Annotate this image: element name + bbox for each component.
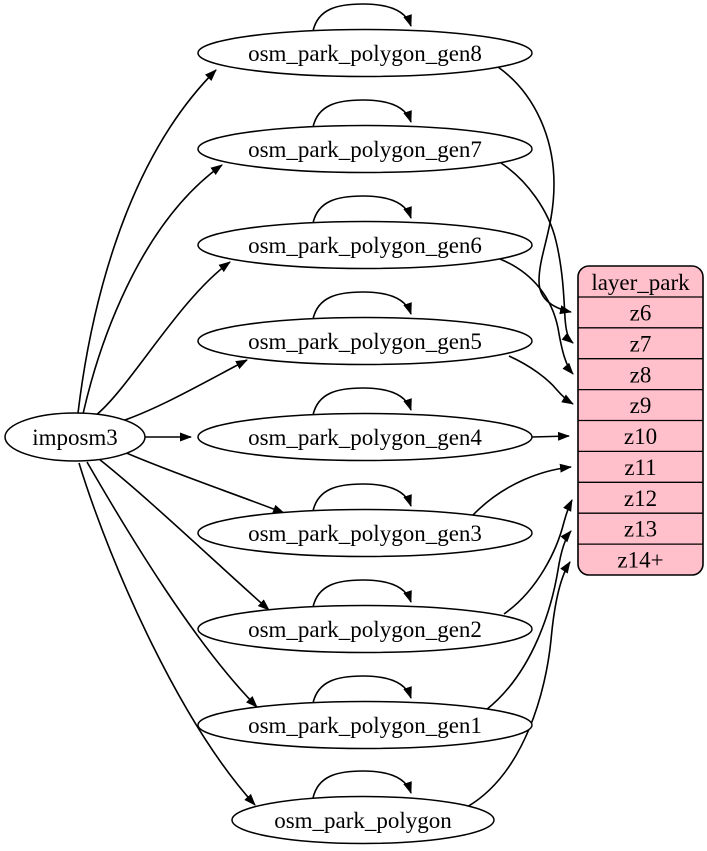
- self-loop-gen4: [312, 387, 412, 416]
- node-label-gen1: osm_park_polygon_gen1: [248, 713, 482, 738]
- table-row-z10: z10: [624, 424, 657, 449]
- node-ellipse-gen7: [197, 124, 533, 174]
- table-row-z8: z8: [630, 363, 652, 388]
- node-osm-park-polygon-gen3: osm_park_polygon_gen3: [197, 508, 533, 558]
- edge-gen6-to-z8: [499, 258, 574, 375]
- table-row-z9: z9: [630, 393, 652, 418]
- self-loop-gen7: [312, 99, 412, 128]
- edge-imposm3-to-gen7: [82, 164, 223, 415]
- edges-to-layer: [466, 66, 574, 808]
- node-label-gen5: osm_park_polygon_gen5: [248, 329, 482, 354]
- node-ellipse-base: [231, 795, 495, 845]
- self-loop-gen8: [312, 3, 412, 32]
- node-imposm3: imposm3: [4, 412, 146, 462]
- node-label-imposm3: imposm3: [32, 425, 118, 450]
- node-ellipse-gen3: [197, 508, 533, 558]
- self-loop-gen3: [312, 483, 412, 512]
- node-ellipse-gen6: [197, 220, 533, 270]
- table-row-z11: z11: [624, 455, 656, 480]
- edge-imposm3-to-gen1: [86, 461, 258, 708]
- node-osm-park-polygon-gen2: osm_park_polygon_gen2: [197, 604, 533, 654]
- edge-gen7-to-z7: [500, 162, 574, 344]
- table-row-z14: z14+: [617, 548, 663, 573]
- edge-gen3-to-z11: [472, 463, 572, 516]
- node-ellipse-gen2: [197, 604, 533, 654]
- node-label-gen2: osm_park_polygon_gen2: [248, 617, 482, 642]
- edge-imposm3-to-gen2: [98, 458, 270, 611]
- table-row-z7: z7: [630, 332, 652, 357]
- edges-imposm3: [77, 69, 285, 806]
- self-loop-gen5: [312, 291, 412, 320]
- node-osm-park-polygon-gen7: osm_park_polygon_gen7: [197, 124, 533, 174]
- edge-gen2-to-z12: [503, 499, 573, 615]
- self-loop-gen2: [312, 579, 412, 608]
- node-ellipse-gen5: [197, 316, 533, 366]
- node-osm-park-polygon-gen8: osm_park_polygon_gen8: [197, 28, 533, 78]
- node-osm-park-polygon-gen4: osm_park_polygon_gen4: [197, 412, 533, 462]
- node-label-gen6: osm_park_polygon_gen6: [248, 233, 482, 258]
- node-ellipse-gen8: [197, 28, 533, 78]
- node-label-gen8: osm_park_polygon_gen8: [248, 41, 482, 66]
- self-loop-gen6: [312, 195, 412, 224]
- edge-imposm3-to-gen6: [94, 261, 231, 417]
- edge-gen1-to-z13: [485, 530, 572, 711]
- node-label-base: osm_park_polygon: [274, 808, 452, 833]
- edge-imposm3-to-gen3: [123, 451, 285, 514]
- edge-imposm3-to-gen5: [121, 359, 248, 422]
- node-osm-park-polygon-gen5: osm_park_polygon_gen5: [197, 316, 533, 366]
- node-osm-park-polygon-gen6: osm_park_polygon_gen6: [197, 220, 533, 270]
- edge-gen5-to-z9: [508, 355, 574, 405]
- self-loop-base: [312, 770, 412, 799]
- edge-imposm3-to-gen8: [77, 69, 217, 414]
- node-ellipse-gen1: [197, 700, 533, 750]
- edge-gen4-to-z10: [531, 431, 570, 441]
- table-row-z13: z13: [624, 517, 657, 542]
- node-label-gen7: osm_park_polygon_gen7: [248, 137, 482, 162]
- table-row-z12: z12: [624, 486, 657, 511]
- node-label-gen4: osm_park_polygon_gen4: [248, 425, 482, 450]
- table-row-z6: z6: [630, 301, 652, 326]
- node-ellipse-imposm3: [4, 412, 146, 462]
- edge-imposm3-to-base: [78, 462, 256, 806]
- edge-gen8-to-z6: [497, 66, 572, 315]
- self-loops: [312, 3, 412, 799]
- node-osm-park-polygon: osm_park_polygon: [231, 795, 495, 845]
- node-label-gen3: osm_park_polygon_gen3: [248, 521, 482, 546]
- node-osm-park-polygon-gen1: osm_park_polygon_gen1: [197, 700, 533, 750]
- node-ellipse-gen4: [197, 412, 533, 462]
- edge-base-to-z14: [466, 561, 571, 808]
- layer-park-title: layer_park: [591, 270, 690, 295]
- self-loop-gen1: [312, 675, 412, 704]
- layer-park-table: layer_park z6 z7 z8 z9 z10 z11 z12 z13 z…: [577, 265, 704, 576]
